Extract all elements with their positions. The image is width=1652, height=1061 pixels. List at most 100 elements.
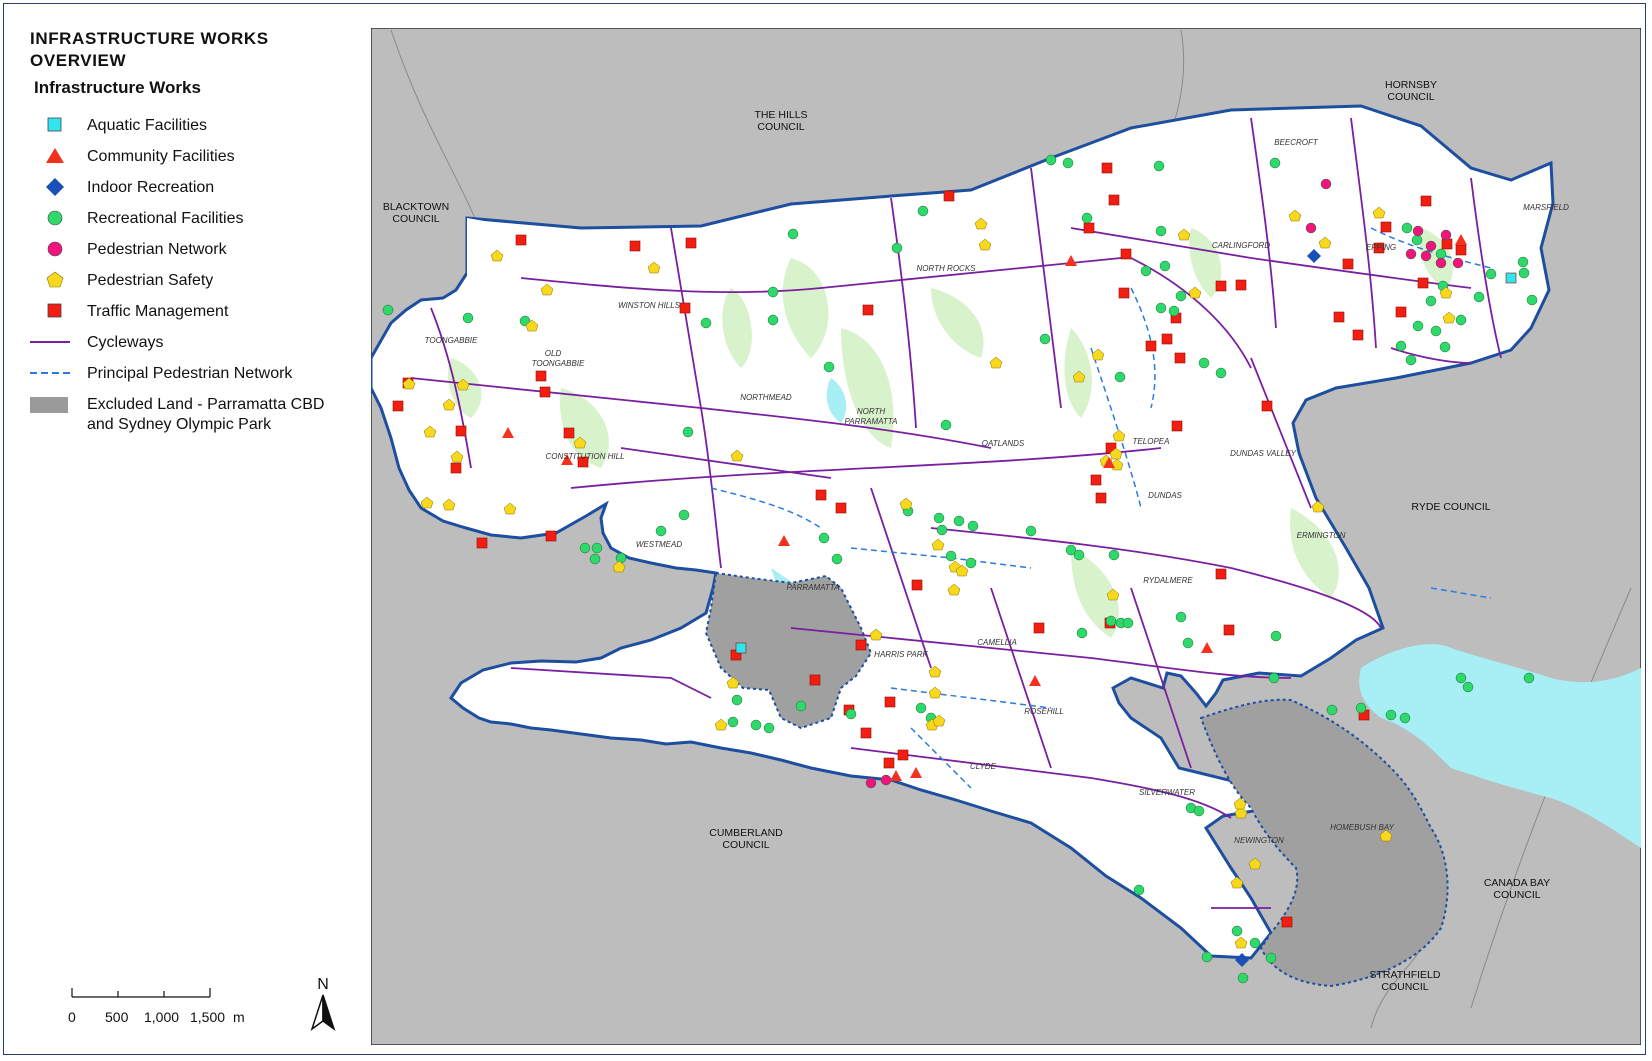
map-marker[interactable] xyxy=(382,304,394,316)
map-marker[interactable] xyxy=(1103,457,1115,468)
map-marker[interactable] xyxy=(940,419,952,431)
map-marker[interactable] xyxy=(1439,286,1453,299)
map-marker[interactable] xyxy=(1417,277,1429,289)
map-marker[interactable] xyxy=(967,520,979,532)
map-marker[interactable] xyxy=(561,454,573,465)
map-marker[interactable] xyxy=(1395,340,1407,352)
map-marker[interactable] xyxy=(726,676,740,689)
map-marker[interactable] xyxy=(953,515,965,527)
map-marker[interactable] xyxy=(1281,916,1293,928)
map-marker[interactable] xyxy=(1307,249,1321,263)
map-marker[interactable] xyxy=(835,502,847,514)
map-marker[interactable] xyxy=(1248,857,1262,870)
map-marker[interactable] xyxy=(730,449,744,462)
map-marker[interactable] xyxy=(525,319,539,332)
map-marker[interactable] xyxy=(1177,228,1191,241)
map-marker[interactable] xyxy=(1440,229,1452,241)
map-marker[interactable] xyxy=(1380,221,1392,233)
map-marker[interactable] xyxy=(1145,340,1157,352)
map-marker[interactable] xyxy=(456,378,470,391)
map-marker[interactable] xyxy=(955,564,969,577)
map-marker[interactable] xyxy=(1033,622,1045,634)
map-marker[interactable] xyxy=(577,456,589,468)
map-marker[interactable] xyxy=(1412,320,1424,332)
map-marker[interactable] xyxy=(880,774,892,786)
map-marker[interactable] xyxy=(1311,500,1325,513)
map-marker[interactable] xyxy=(1072,370,1086,383)
map-marker[interactable] xyxy=(1269,157,1281,169)
map-marker[interactable] xyxy=(1120,248,1132,260)
map-marker[interactable] xyxy=(1065,255,1077,266)
map-marker[interactable] xyxy=(545,530,557,542)
map-marker[interactable] xyxy=(612,560,626,573)
map-marker[interactable] xyxy=(1175,611,1187,623)
map-marker[interactable] xyxy=(1518,267,1530,279)
map-marker[interactable] xyxy=(1352,329,1364,341)
map-marker[interactable] xyxy=(1523,672,1535,684)
map-marker[interactable] xyxy=(917,205,929,217)
map-marker[interactable] xyxy=(1090,474,1102,486)
map-marker[interactable] xyxy=(1517,256,1529,268)
map-marker[interactable] xyxy=(1435,257,1447,269)
map-marker[interactable] xyxy=(615,552,627,564)
map-marker[interactable] xyxy=(978,238,992,251)
map-marker[interactable] xyxy=(402,377,416,390)
map-marker[interactable] xyxy=(910,767,922,778)
map-marker[interactable] xyxy=(1081,212,1093,224)
map-marker[interactable] xyxy=(1215,568,1227,580)
map-marker[interactable] xyxy=(845,708,857,720)
map-marker[interactable] xyxy=(1108,549,1120,561)
map-marker[interactable] xyxy=(1237,972,1249,984)
map-marker[interactable] xyxy=(1405,354,1417,366)
map-marker[interactable] xyxy=(1215,367,1227,379)
map-marker[interactable] xyxy=(932,714,946,727)
map-marker[interactable] xyxy=(1505,272,1517,284)
map-marker[interactable] xyxy=(678,509,690,521)
map-marker[interactable] xyxy=(679,302,691,314)
map-marker[interactable] xyxy=(647,261,661,274)
map-marker[interactable] xyxy=(1270,630,1282,642)
map-marker[interactable] xyxy=(884,696,896,708)
map-marker[interactable] xyxy=(1231,925,1243,937)
map-marker[interactable] xyxy=(1401,222,1413,234)
map-marker[interactable] xyxy=(1439,341,1451,353)
map-marker[interactable] xyxy=(515,234,527,246)
map-marker[interactable] xyxy=(965,557,977,569)
map-marker[interactable] xyxy=(1385,709,1397,721)
map-marker[interactable] xyxy=(1425,240,1437,252)
map-marker[interactable] xyxy=(928,665,942,678)
map-marker[interactable] xyxy=(1462,681,1474,693)
map-marker[interactable] xyxy=(1265,952,1277,964)
map-marker[interactable] xyxy=(700,317,712,329)
map-marker[interactable] xyxy=(989,356,1003,369)
map-marker[interactable] xyxy=(1076,627,1088,639)
map-marker[interactable] xyxy=(943,190,955,202)
map-marker[interactable] xyxy=(392,400,404,412)
map-marker[interactable] xyxy=(831,553,843,565)
map-marker[interactable] xyxy=(787,228,799,240)
map-marker[interactable] xyxy=(1485,268,1497,280)
map-marker[interactable] xyxy=(462,312,474,324)
map-marker[interactable] xyxy=(1025,525,1037,537)
map-marker[interactable] xyxy=(591,542,603,554)
map-marker[interactable] xyxy=(860,727,872,739)
map-marker[interactable] xyxy=(1235,953,1249,967)
map-marker[interactable] xyxy=(1249,937,1261,949)
map-marker[interactable] xyxy=(1342,258,1354,270)
map-marker[interactable] xyxy=(1373,242,1385,254)
map-marker[interactable] xyxy=(539,386,551,398)
map-marker[interactable] xyxy=(1412,225,1424,237)
map-marker[interactable] xyxy=(589,553,601,565)
map-marker[interactable] xyxy=(778,535,790,546)
map-marker[interactable] xyxy=(1455,672,1467,684)
map-marker[interactable] xyxy=(1029,675,1041,686)
map-marker[interactable] xyxy=(1442,311,1456,324)
map-marker[interactable] xyxy=(1140,265,1152,277)
map-marker[interactable] xyxy=(1188,286,1202,299)
map-marker[interactable] xyxy=(450,450,464,463)
map-marker[interactable] xyxy=(1288,209,1302,222)
map-marker[interactable] xyxy=(1133,884,1145,896)
map-marker[interactable] xyxy=(1399,712,1411,724)
map-marker[interactable] xyxy=(915,702,927,714)
